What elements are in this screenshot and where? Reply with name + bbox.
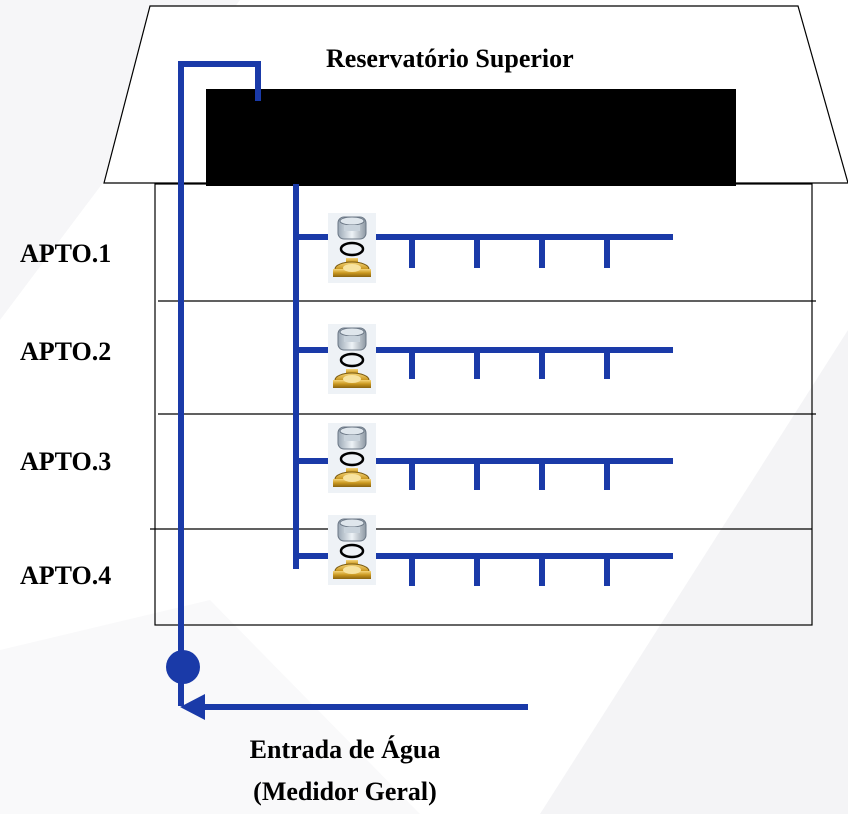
water-meter-icon <box>328 423 376 493</box>
inlet-arrow-head <box>180 694 205 720</box>
water-meter-icon <box>328 515 376 585</box>
apartment-branch-4 <box>296 515 673 586</box>
apartment-branch-1 <box>296 213 673 283</box>
apartment-branch-3 <box>296 423 673 493</box>
building-outline <box>154 183 813 626</box>
apartment-label-2: APTO.2 <box>20 337 112 366</box>
reservoir-label: Reservatório Superior <box>326 44 574 73</box>
inlet-sublabel: (Medidor Geral) <box>253 777 437 806</box>
apartment-label-4: APTO.4 <box>20 561 112 590</box>
apartment-label-3: APTO.3 <box>20 447 112 476</box>
background-shape <box>540 330 848 814</box>
general-meter-node <box>166 650 200 684</box>
water-meter-icon <box>328 324 376 394</box>
apartment-label-1: APTO.1 <box>20 239 112 268</box>
reservoir-tank <box>206 89 736 186</box>
inlet-label: Entrada de Água <box>249 735 441 764</box>
water-meter-icon <box>328 213 376 283</box>
apartment-branch-2 <box>296 324 673 394</box>
main-feed-pipe <box>178 61 528 710</box>
